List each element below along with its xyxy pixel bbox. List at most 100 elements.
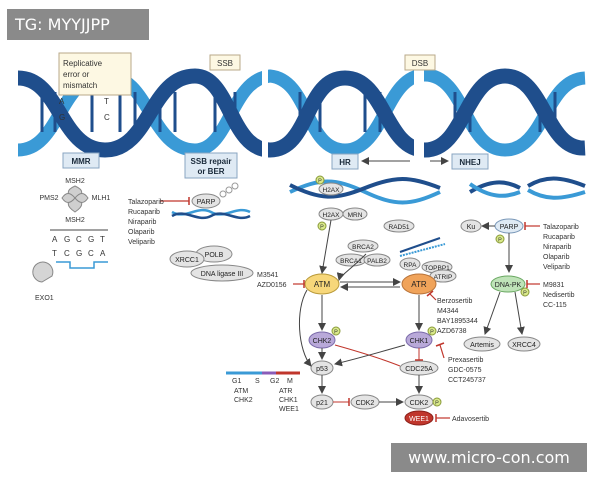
- nhej-inhibitor-2: Rucaparib: [543, 234, 575, 241]
- mrn-node: [342, 207, 368, 221]
- nhej-inhibitor-5: Veliparib: [543, 264, 570, 271]
- mmr-bottom-strand-line: [56, 261, 108, 269]
- cell-cycle-legend: G1 S G2 M ATM CHK2 ATR CHK1 WEE1: [226, 371, 300, 413]
- mmr-bottom-5: A: [100, 249, 106, 258]
- watermark-top: TG: MYYJJPP: [7, 9, 149, 40]
- wee1-node: [404, 410, 434, 426]
- ssb-inhibitor-5: Veliparib: [128, 239, 155, 246]
- xrcc1-node: [169, 250, 205, 268]
- base-right-2: C: [104, 113, 110, 122]
- replicative-error-line2: error or: [63, 70, 90, 79]
- phospho-cdk2: P: [435, 401, 439, 407]
- atm-inhibitor-1: M3541: [257, 272, 279, 279]
- phospho-h2ax-top: P: [318, 179, 322, 185]
- nhej-parp-label: PARP: [500, 224, 519, 231]
- cdc25a-label: CDC25A: [405, 366, 433, 373]
- atrip-label: ATRIP: [434, 274, 453, 281]
- chk1-inhibitor-3: CCT245737: [448, 377, 486, 384]
- mmr-msh2-bottom: MSH2: [65, 217, 85, 224]
- rpa-node: [399, 257, 421, 271]
- dsb-label-box: [404, 54, 436, 71]
- g2-kinase-2: CHK1: [279, 397, 298, 404]
- phospho-chk2: P: [334, 330, 338, 336]
- mmr-bottom-2: C: [64, 249, 70, 258]
- hr-dna-dark: [289, 177, 441, 199]
- ligase-node: [190, 264, 254, 282]
- atr-node: [401, 273, 437, 295]
- xrcc1-label: XRCC1: [175, 257, 199, 264]
- phospho-parp: P: [498, 238, 502, 244]
- polb-label: POLB: [205, 252, 224, 259]
- dnapk-inhibitor-3: CC-115: [543, 302, 567, 309]
- atm-label: ATM: [314, 280, 331, 289]
- brca2-label: BRCA2: [352, 244, 374, 251]
- palb2-node: [363, 253, 391, 267]
- wee1-label: WEE1: [409, 416, 429, 423]
- chk1-label: CHK1: [410, 338, 429, 345]
- par-chain-3: [231, 182, 239, 190]
- phase-g1: G1: [232, 378, 241, 385]
- hr-dna-light: [289, 179, 441, 205]
- h2ax-top-node: [318, 182, 344, 196]
- ligase-label: DNA ligase III: [201, 271, 243, 278]
- atm-node: [304, 273, 340, 295]
- atr-label: ATR: [411, 280, 427, 289]
- rpa-strand: [399, 237, 441, 253]
- brca1-label: BRCA1: [340, 258, 362, 265]
- brca2-node: [347, 239, 379, 253]
- wee1-inhibitor: Adavosertib: [452, 416, 489, 423]
- h2ax-label: H2AX: [323, 212, 341, 219]
- atr-inhibitor-4: AZD6738: [437, 328, 467, 335]
- phospho-chk1: P: [430, 330, 434, 336]
- hr-header: HR: [339, 158, 351, 167]
- base-right-1: T: [104, 97, 109, 106]
- dna-strand-dark: [17, 68, 586, 158]
- g1-kinase-2: CHK2: [234, 397, 253, 404]
- ssb-inhibitor-3: Niraparib: [128, 219, 157, 226]
- phase-g2: G2: [270, 378, 279, 385]
- atr-inhibitor-2: M4344: [437, 308, 459, 315]
- mmr-top-5: T: [100, 235, 105, 244]
- mmr-top-3: C: [76, 235, 82, 244]
- mmr-header: MMR: [71, 157, 90, 166]
- base-left-2: G: [59, 113, 65, 122]
- dnapk-node: [490, 275, 526, 293]
- ssb-parp-label: PARP: [197, 199, 216, 206]
- dnapk-inhibitor-2: Nedisertib: [543, 292, 575, 299]
- dnapk-inhibitor-1: M9831: [543, 282, 565, 289]
- mmr-right-lobe: [74, 193, 89, 203]
- mmr-top-4: G: [88, 235, 94, 244]
- dnapk-label: DNA-PK: [495, 282, 522, 289]
- h2ax-top-label: H2AX: [323, 187, 341, 194]
- atr-inhibitor-3: BAY1895344: [437, 318, 478, 325]
- mmr-bottom-4: C: [88, 249, 94, 258]
- ssb-inhibitor-2: Rucaparib: [128, 209, 160, 216]
- ku-label: Ku: [467, 224, 476, 231]
- ssb-section: PARP Talazoparib Rucaparib Niraparib Ola…: [128, 182, 254, 282]
- mrn-label: MRN: [348, 212, 363, 219]
- ssb-label: SSB: [217, 59, 233, 68]
- ssb-inhibitor-4: Olaparib: [128, 229, 155, 236]
- g1-kinase-1: ATM: [234, 388, 248, 395]
- xrcc4-node: [507, 336, 541, 352]
- g2-kinase-3: WEE1: [279, 406, 299, 413]
- exo1-pacman: [32, 261, 54, 283]
- atm-inhibitor-2: AZD0156: [257, 282, 287, 289]
- phase-m: M: [287, 378, 293, 385]
- base-left-1: A: [59, 97, 65, 106]
- ssb-repair-header-box: [184, 152, 238, 179]
- artemis-node: [463, 336, 501, 352]
- ssb-parp-node: [191, 193, 221, 209]
- par-chain-2: [225, 186, 233, 194]
- rad51-label: RAD51: [389, 224, 410, 231]
- watermark-bottom: www.micro-con.com: [391, 443, 587, 472]
- mmr-header-box: [62, 152, 100, 169]
- rpa-label: RPA: [404, 262, 418, 269]
- hr-header-box: [331, 153, 359, 170]
- cdk2-left-label: CDK2: [356, 400, 375, 407]
- mmr-mlh1: MLH1: [92, 195, 111, 202]
- cdk2-right-label: CDK2: [410, 400, 429, 407]
- ssb-inhibitor-1: Talazoparib: [128, 199, 164, 206]
- dna-rungs: [40, 92, 557, 132]
